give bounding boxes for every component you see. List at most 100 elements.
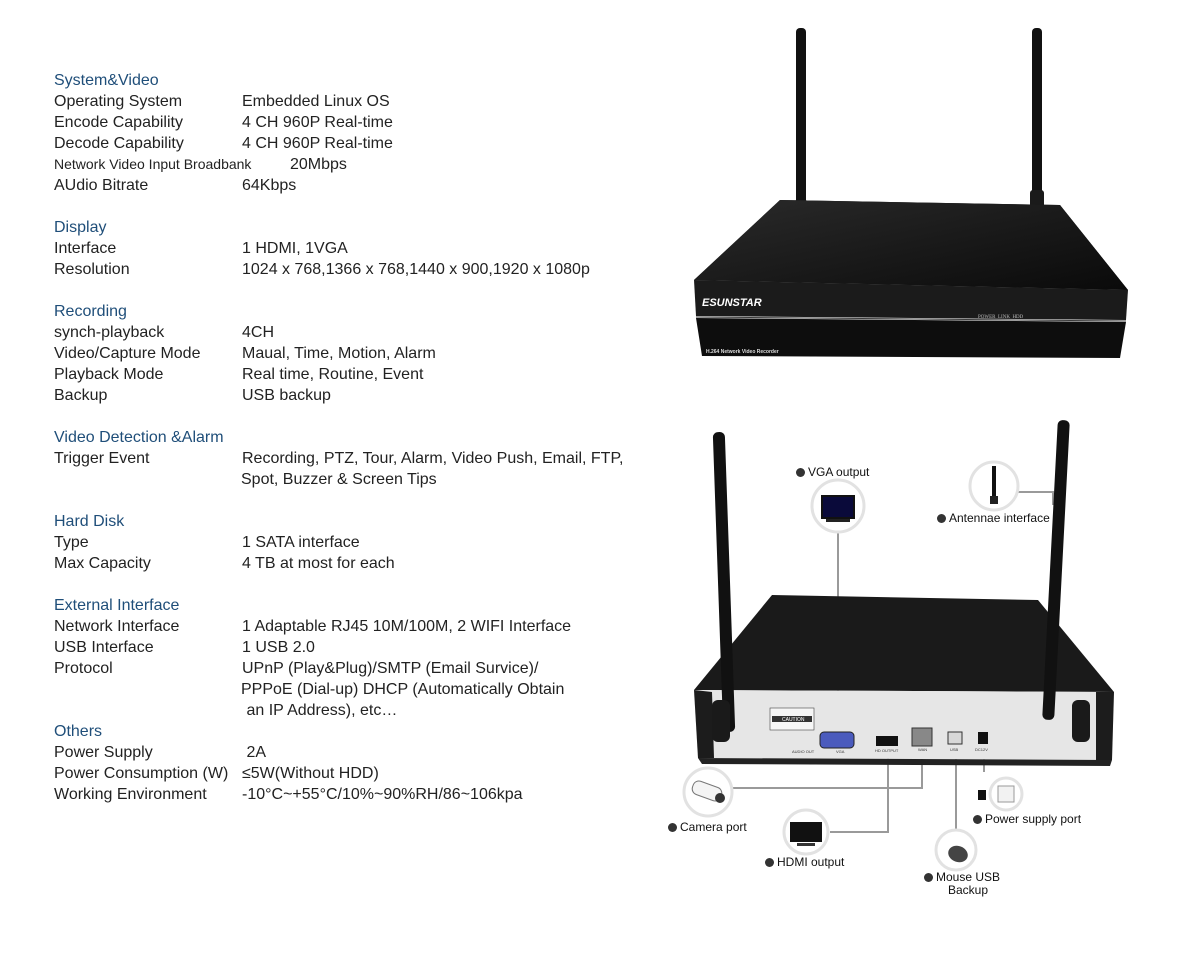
spec-value: 4 CH 960P Real-time [242, 114, 393, 131]
caution-label: CAUTION [782, 717, 805, 723]
bullet-icon [796, 467, 805, 477]
spec-value: 1024 x 768,1366 x 768,1440 x 900,1920 x … [242, 261, 590, 278]
port-label-wan: WAN [918, 747, 927, 752]
spec-row: Playback Mode Real time, Routine, Event [54, 364, 654, 385]
nvr-rear-photo: CAUTION AUDIO OUT VGA HD OUTPUT WAN USB … [682, 420, 1114, 872]
spec-label: Network Interface [54, 618, 180, 635]
antenna-icon [712, 432, 736, 742]
spec-label: Power Consumption (W) [54, 765, 229, 782]
spec-value: 4 TB at most for each [242, 555, 395, 572]
callout-mouse-label-1: Mouse USB [936, 870, 1001, 884]
vga-port-icon [819, 731, 855, 749]
spec-value: 4CH [242, 324, 275, 341]
callout-mouse-text: Mouse USB Backup [936, 871, 1000, 897]
spec-label: Video/Capture Mode [54, 345, 201, 362]
antenna-icon [1042, 420, 1090, 742]
spec-label: synch-playback [54, 324, 165, 341]
section-title-others: Others [54, 723, 103, 740]
led-labels: POWER LINK HDD [978, 315, 1024, 320]
hdmi-monitor-icon [782, 808, 830, 856]
bullet-icon [765, 857, 774, 867]
spec-value: USB backup [242, 387, 331, 404]
callout-hdmi: HDMI output [765, 855, 844, 869]
callout-power-label: Power supply port [985, 812, 1082, 826]
camera-icon [682, 766, 734, 818]
spec-label: Decode Capability [54, 135, 184, 152]
spec-row: AUdio Bitrate 64Kbps [54, 175, 654, 196]
spec-value: Recording, PTZ, Tour, Alarm, Video Push,… [241, 448, 654, 490]
spec-value: 1 USB 2.0 [242, 639, 315, 656]
spec-label: Power Supply [54, 744, 153, 761]
spec-label: Resolution [54, 261, 130, 278]
port-label-hdmi: HD OUTPUT [875, 748, 899, 753]
spec-value: 1 HDMI, 1VGA [242, 240, 348, 257]
section-title-external: External Interface [54, 597, 180, 614]
spec-label: Type [54, 534, 89, 551]
spec-label: Trigger Event [54, 450, 150, 467]
spec-value-line: Recording, PTZ, Tour, Alarm, Video Push,… [242, 450, 624, 467]
spec-label: Network Video Input Broadbank [54, 156, 252, 172]
spec-row: Network Video Input Broadbank 20Mbps [54, 154, 654, 175]
section-title-display: Display [54, 219, 107, 236]
power-plug-icon [978, 776, 1024, 812]
spec-row: Power Supply 2A [54, 742, 654, 763]
spec-value: UPnP (Play&Plug)/SMTP (Email Survice)/ P… [241, 658, 654, 721]
spec-label: AUdio Bitrate [54, 177, 149, 194]
spec-label: Encode Capability [54, 114, 183, 131]
antenna-icon [968, 460, 1020, 512]
section-title-harddisk: Hard Disk [54, 513, 125, 530]
usb-port-icon [947, 731, 963, 745]
bullet-icon [668, 822, 677, 832]
spec-value: 64Kbps [242, 177, 297, 194]
section-title-recording: Recording [54, 303, 127, 320]
spec-row: Network Interface 1 Adaptable RJ45 10M/10… [54, 616, 654, 637]
spec-row: Type 1 SATA interface [54, 532, 654, 553]
dc-port-icon [978, 732, 988, 744]
spec-value: Real time, Routine, Event [242, 366, 424, 383]
spec-value: 1 Adaptable RJ45 10M/100M, 2 WIFI Interf… [242, 618, 572, 635]
hdmi-port-icon [876, 736, 898, 746]
port-label-dc: DC12V [975, 747, 988, 752]
spec-value: 4 CH 960P Real-time [242, 135, 393, 152]
spec-row: Power Consumption (W) ≤5W(Without HDD) [54, 763, 654, 784]
antenna-icon [794, 28, 808, 230]
spec-value-line: Spot, Buzzer & Screen Tips [241, 471, 437, 488]
spec-row: Decode Capability 4 CH 960P Real-time [54, 133, 654, 154]
spec-row: Backup USB backup [54, 385, 654, 406]
rj45-port-icon [911, 727, 933, 747]
section-title-alarm: Video Detection &Alarm [54, 429, 224, 446]
spec-value: Embedded Linux OS [242, 93, 390, 110]
bullet-icon [973, 814, 982, 824]
spec-row: Trigger Event Recording, PTZ, Tour, Alar… [54, 448, 654, 490]
port-label-usb: USB [950, 747, 959, 752]
callout-mouse: Mouse USB Backup [924, 871, 1000, 897]
spec-value: -10°C~+55°C/10%~90%RH/86~106kpa [242, 786, 523, 803]
callout-antenna-label: Antennae interface [949, 511, 1050, 525]
spec-label: Backup [54, 387, 108, 404]
spec-value: Maual, Time, Motion, Alarm [242, 345, 436, 362]
spec-value: ≤5W(Without HDD) [242, 765, 379, 782]
nvr-front-photo: ESUNSTAR POWER LINK HDD H.264 Network Vi… [694, 28, 1128, 358]
spec-row: Encode Capability 4 CH 960P Real-time [54, 112, 654, 133]
spec-row: Video/Capture Mode Maual, Time, Motion, A… [54, 343, 654, 364]
mouse-icon [934, 828, 978, 872]
brand-label: ESUNSTAR [702, 297, 762, 309]
spec-label: Playback Mode [54, 366, 164, 383]
callout-power: Power supply port [973, 812, 1081, 826]
callout-camera: Camera port [668, 820, 747, 834]
monitor-icon [810, 478, 866, 534]
spec-label: Max Capacity [54, 555, 151, 572]
spec-label: USB Interface [54, 639, 154, 656]
spec-value: 2A [242, 744, 267, 761]
bullet-icon [924, 873, 933, 882]
spec-row: synch-playback 4CH [54, 322, 654, 343]
section-title-system: System&Video [54, 72, 159, 89]
spec-value: 20Mbps [290, 156, 347, 173]
spec-value: 1 SATA interface [242, 534, 360, 551]
spec-row: Max Capacity 4 TB at most for each [54, 553, 654, 574]
callout-camera-label: Camera port [680, 820, 747, 834]
port-label-vga: VGA [836, 749, 845, 754]
